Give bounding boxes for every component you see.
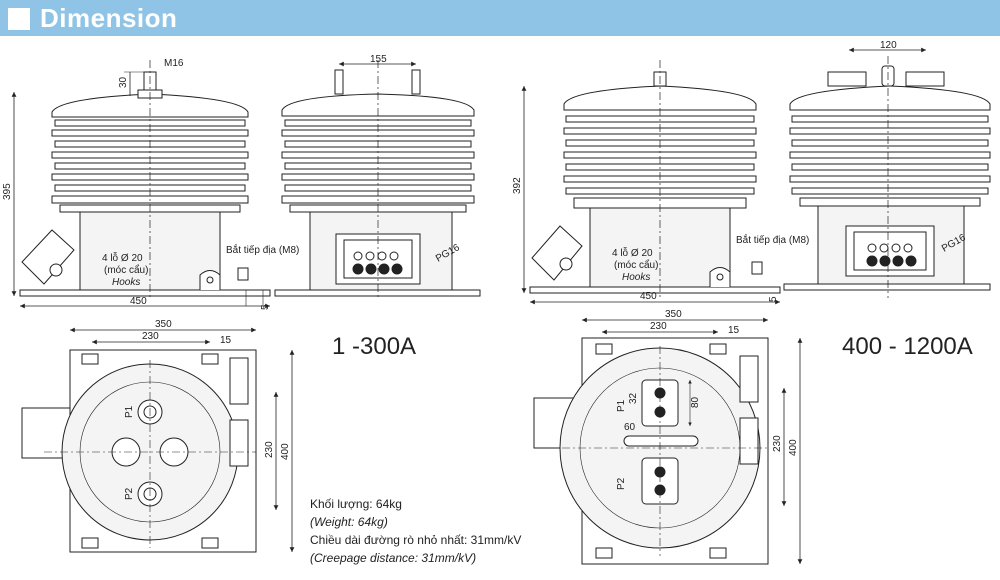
label-plan-350-right: 350 <box>665 309 682 320</box>
label-dim-80: 80 <box>690 396 701 408</box>
note-weight-vn: Khối lượng: 64kg <box>310 497 402 511</box>
note-creepage-en: (Creepage distance: 31mm/kV) <box>310 551 476 565</box>
label-p2-right: P2 <box>616 477 627 490</box>
header-bar: Dimension <box>0 0 1000 36</box>
label-p1-right: P1 <box>616 399 627 412</box>
range-label-right: 400 - 1200A <box>842 333 973 360</box>
label-dim-60: 60 <box>624 422 636 433</box>
side-view-right <box>783 47 991 298</box>
range-label-left: 1 -300A <box>332 333 416 360</box>
label-plan-h230-right: 230 <box>772 435 783 452</box>
label-hooks-right: Hooks <box>622 272 650 283</box>
side-view-left <box>262 60 481 306</box>
label-holes-right: 4 lỗ Ø 20 <box>612 246 653 259</box>
label-plan-230-right: 230 <box>650 321 667 332</box>
label-p1-left: P1 <box>124 405 135 418</box>
label-plan-15-right: 15 <box>728 325 740 336</box>
page-title: Dimension <box>40 3 178 33</box>
note-weight-en: (Weight: 64kg) <box>310 515 388 529</box>
label-plan-230-left: 230 <box>142 331 159 342</box>
front-view-left <box>11 60 271 309</box>
label-width-120: 120 <box>880 40 897 51</box>
label-m16: M16 <box>164 58 184 69</box>
label-hooks-vn-right: (móc cẩu) <box>614 259 658 271</box>
label-plan-15-left: 15 <box>220 335 232 346</box>
label-plan-h400-right: 400 <box>788 439 799 456</box>
label-width-450-right: 450 <box>640 291 657 302</box>
label-hooks-left: Hooks <box>112 277 140 288</box>
label-p2-left: P2 <box>124 487 135 500</box>
note-creepage-vn: Chiều dài đường rò nhỏ nhất: 31mm/kV <box>310 533 521 547</box>
label-earth-right: Bắt tiếp địa (M8) <box>736 233 809 246</box>
plan-view-right <box>533 317 803 565</box>
label-height-392: 392 <box>512 177 523 194</box>
front-view-right <box>521 60 781 305</box>
label-width-155: 155 <box>370 54 387 65</box>
label-hooks-vn-left: (móc cẩu) <box>104 264 148 276</box>
label-height-30: 30 <box>118 76 129 88</box>
label-base-5-left: 5 <box>260 304 271 310</box>
label-height-395: 395 <box>2 183 13 200</box>
label-width-450-left: 450 <box>130 296 147 307</box>
label-holes-left: 4 lỗ Ø 20 <box>102 251 143 264</box>
label-plan-h400-left: 400 <box>280 443 291 460</box>
plan-view-left <box>21 327 295 553</box>
label-dim-32: 32 <box>628 392 639 404</box>
label-plan-350-left: 350 <box>155 319 172 330</box>
header-square-icon <box>8 8 30 30</box>
label-base-5-right: 5 <box>768 296 779 302</box>
label-earth-left: Bắt tiếp địa (M8) <box>226 243 299 256</box>
label-plan-h230-left: 230 <box>264 441 275 458</box>
